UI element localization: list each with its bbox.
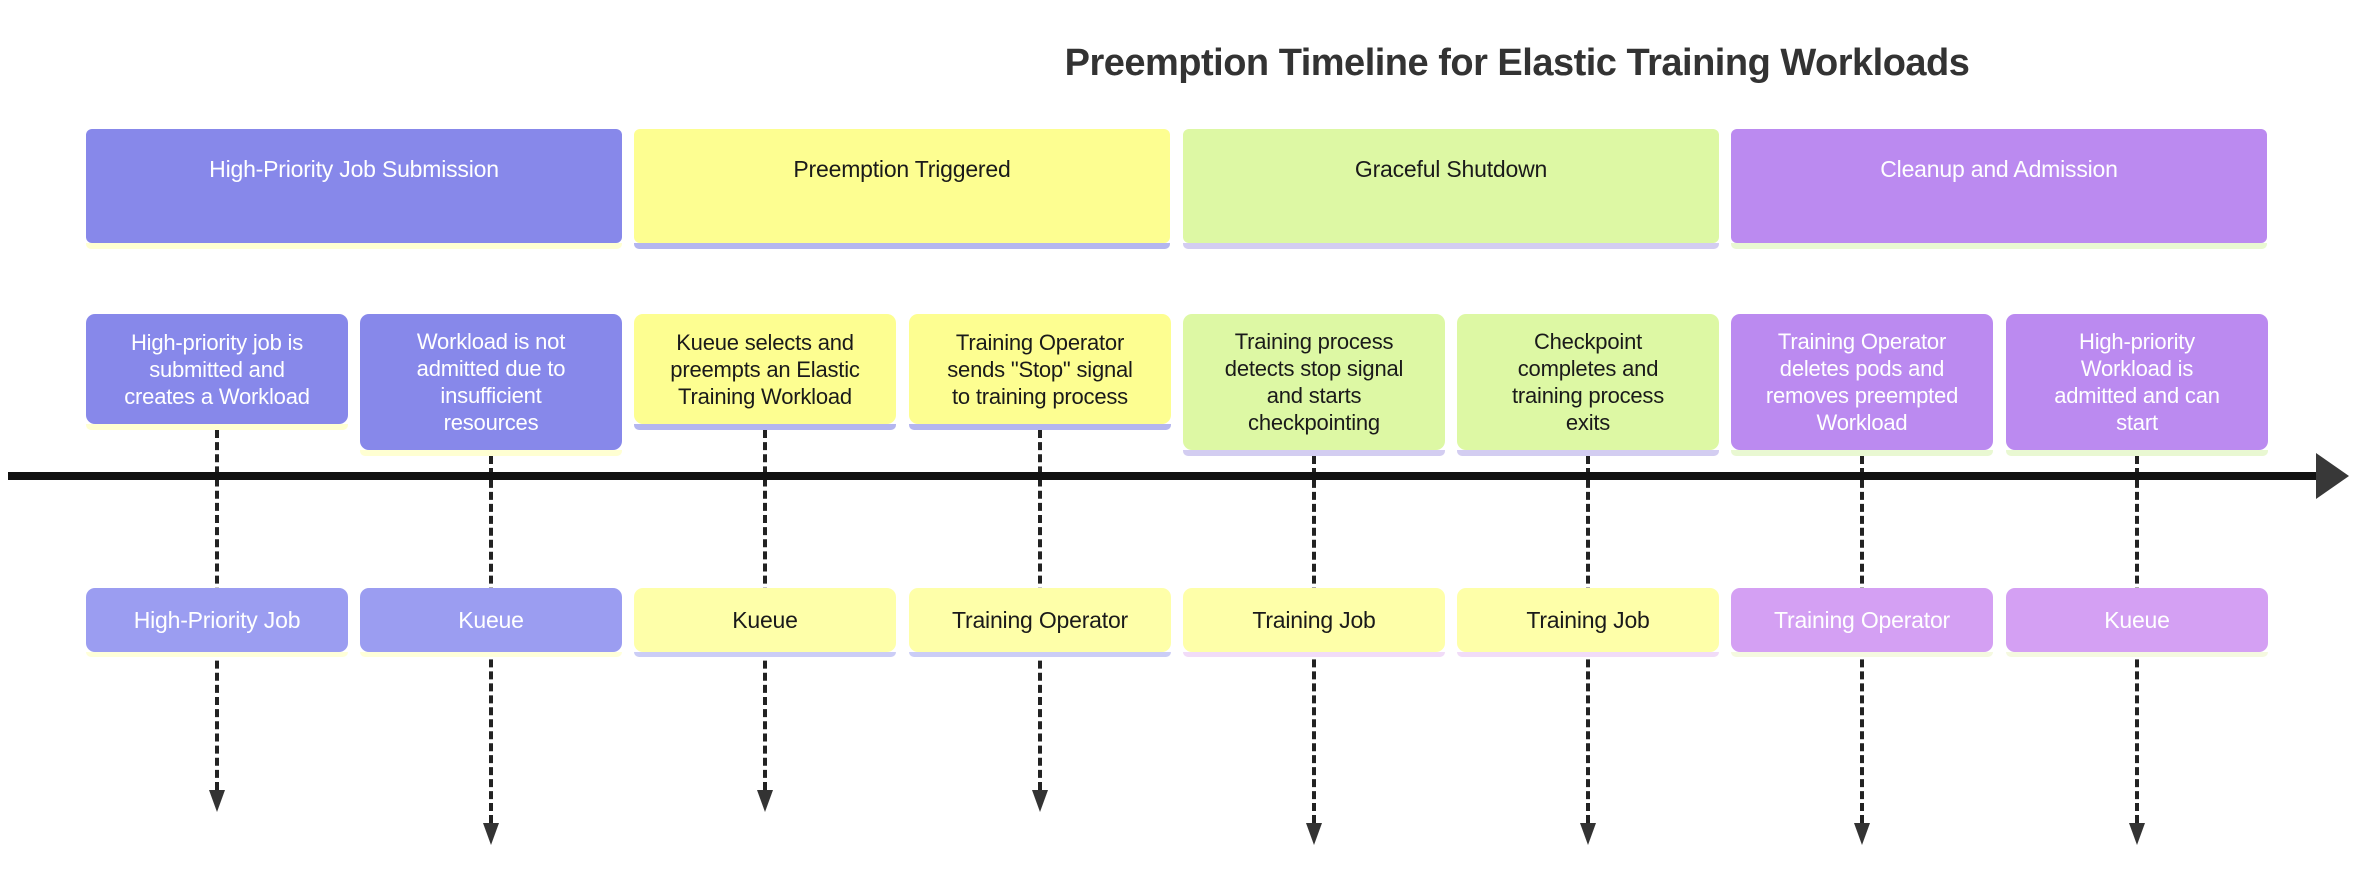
section-header: Preemption Triggered xyxy=(634,129,1170,243)
period-label: Training Operator xyxy=(952,606,1128,633)
section-header: Graceful Shutdown xyxy=(1183,129,1719,243)
event-shadow-strip xyxy=(86,424,348,430)
connector-arrowhead-icon xyxy=(209,790,225,812)
section-shadow-strip xyxy=(1731,243,2267,249)
period-box: Kueue xyxy=(360,588,622,652)
section-header: Cleanup and Admission xyxy=(1731,129,2267,243)
timeline-axis-arrowhead-icon xyxy=(2316,453,2349,499)
period-shadow-strip xyxy=(1457,652,1719,657)
event-text-line: deletes pods and xyxy=(1779,356,1945,381)
event-text-line: sends "Stop" signal xyxy=(947,356,1133,382)
event-text-line: exits xyxy=(1565,410,1611,435)
section-header: High-Priority Job Submission xyxy=(86,129,622,243)
connector-arrowhead-icon xyxy=(2129,823,2145,845)
period-shadow-strip xyxy=(86,652,348,657)
event-shadow-strip xyxy=(1457,450,1719,456)
event-text-line: Workload is xyxy=(2080,356,2194,381)
event-text-line: training process xyxy=(1511,383,1665,408)
period-label: High-Priority Job xyxy=(133,606,301,633)
connector-arrowhead-icon xyxy=(1854,823,1870,845)
period-box: Training Job xyxy=(1457,588,1719,652)
event-text-line: checkpointing xyxy=(1248,410,1380,435)
event-shadow-strip xyxy=(360,450,622,456)
event-shadow-strip xyxy=(634,424,896,430)
event-text-line: Training Operator xyxy=(1777,329,1947,354)
event-text-line: creates a Workload xyxy=(124,383,310,409)
section-shadow-strip xyxy=(634,243,1170,249)
period-shadow-strip xyxy=(1183,652,1445,657)
period-box: Kueue xyxy=(634,588,896,652)
event-text-line: and starts xyxy=(1266,383,1362,408)
period-label: Kueue xyxy=(2104,606,2170,633)
section-label: Cleanup and Admission xyxy=(1880,156,2118,182)
event-text-line: High-priority job is xyxy=(130,329,304,355)
period-label: Training Job xyxy=(1252,606,1376,633)
event-text-line: completes and xyxy=(1517,356,1659,381)
period-box: Training Operator xyxy=(909,588,1171,652)
event-text-line: Checkpoint xyxy=(1533,329,1643,354)
diagram-title: Preemption Timeline for Elastic Training… xyxy=(1064,42,1970,84)
period-label: Kueue xyxy=(732,606,798,633)
event-text-line: resources xyxy=(443,410,539,435)
event-text-line: Training Operator xyxy=(955,329,1125,355)
period-box: Kueue xyxy=(2006,588,2268,652)
event-text-line: start xyxy=(2116,410,2158,435)
event-text-line: admitted due to xyxy=(416,356,566,381)
period-shadow-strip xyxy=(360,652,622,657)
event-text-line: Training process xyxy=(1234,329,1394,354)
period-box: High-Priority Job xyxy=(86,588,348,652)
period-box: Training Job xyxy=(1183,588,1445,652)
connector-arrowhead-icon xyxy=(1580,823,1596,845)
period-label: Training Operator xyxy=(1774,606,1950,633)
event-text-line: to training process xyxy=(952,383,1128,409)
section-shadow-strip xyxy=(86,243,622,249)
event-text-line: detects stop signal xyxy=(1224,356,1404,381)
connector-arrowhead-icon xyxy=(1032,790,1048,812)
period-box: Training Operator xyxy=(1731,588,1993,652)
event-text-line: submitted and xyxy=(149,356,285,382)
event-text-line: Workload is not xyxy=(416,329,566,354)
event-text-line: insufficient xyxy=(440,383,542,408)
period-shadow-strip xyxy=(909,652,1171,657)
period-shadow-strip xyxy=(634,652,896,657)
event-shadow-strip xyxy=(1731,450,1993,456)
event-text-line: removes preempted xyxy=(1765,383,1959,408)
section-shadow-strip xyxy=(1183,243,1719,249)
period-shadow-strip xyxy=(2006,652,2268,657)
event-text-line: High-priority xyxy=(2079,329,2195,354)
event-shadow-strip xyxy=(909,424,1171,430)
event-shadow-strip xyxy=(1183,450,1445,456)
event-text-line: preempts an Elastic xyxy=(670,356,860,382)
timeline-axis xyxy=(8,472,2318,480)
event-text-line: admitted and can xyxy=(2054,383,2220,408)
connector-arrowhead-icon xyxy=(1306,823,1322,845)
connector-arrowhead-icon xyxy=(757,790,773,812)
event-text-line: Kueue selects and xyxy=(676,329,854,355)
event-text-line: Training Workload xyxy=(678,383,852,409)
event-text-line: Workload xyxy=(1816,410,1908,435)
period-shadow-strip xyxy=(1731,652,1993,657)
period-label: Kueue xyxy=(458,606,524,633)
section-label: Preemption Triggered xyxy=(793,156,1011,182)
connector-arrowhead-icon xyxy=(483,823,499,845)
section-label: Graceful Shutdown xyxy=(1354,156,1548,182)
section-label: High-Priority Job Submission xyxy=(209,156,499,182)
event-shadow-strip xyxy=(2006,450,2268,456)
period-label: Training Job xyxy=(1526,606,1650,633)
